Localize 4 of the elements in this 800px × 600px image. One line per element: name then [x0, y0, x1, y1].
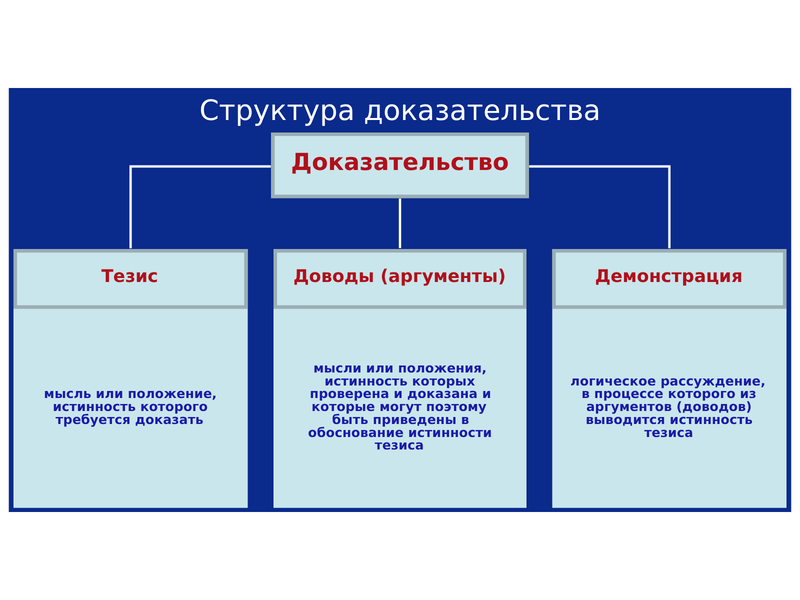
connector [129, 165, 271, 248]
connector [398, 198, 402, 248]
diagram-title: Структура доказательства [199, 94, 601, 127]
connector [529, 165, 671, 248]
